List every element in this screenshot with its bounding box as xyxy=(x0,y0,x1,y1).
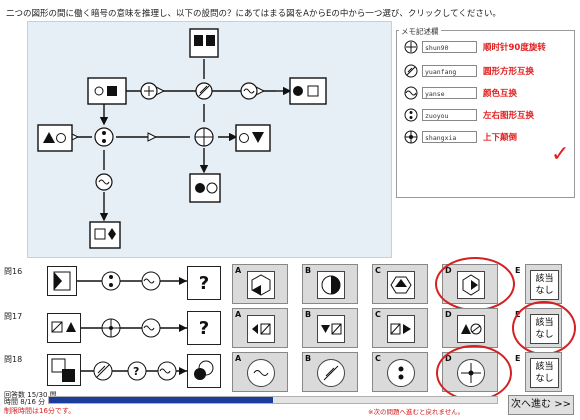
option-letter: A xyxy=(235,354,242,363)
q17-option-d[interactable]: D xyxy=(442,308,498,348)
option-letter: C xyxy=(375,310,381,319)
diagram-svg xyxy=(37,28,327,249)
annotation-checkmark: ✓ xyxy=(551,142,570,167)
option-figure xyxy=(387,315,415,343)
option-letter: E xyxy=(515,354,521,363)
q18-option-b[interactable]: B xyxy=(302,352,358,392)
q17-chain xyxy=(81,318,187,338)
q16-option-a[interactable]: A xyxy=(232,264,288,304)
memo-note: 左右图形互换 xyxy=(483,111,535,121)
q17-answer-slot: ? xyxy=(187,311,221,345)
option-none: 該当なし xyxy=(530,358,559,388)
option-letter: A xyxy=(235,310,242,319)
option-figure xyxy=(247,271,275,299)
question-row-18: 問18 ? xyxy=(0,350,580,394)
cross-circle-icon xyxy=(404,130,418,144)
instruction-text: 二つの図形の間に働く暗号の意味を推理し、以下の設問の？にあてはまる図をAからEの… xyxy=(6,9,501,19)
memo-field[interactable]: shangxia xyxy=(422,131,477,143)
time-value: 8/16 分 xyxy=(20,398,46,406)
option-letter: C xyxy=(375,354,381,363)
memo-entries: shun90 顺时针90度旋转 yuanfang 圆形方形互换 yanse 颜色… xyxy=(396,30,575,198)
memo-field[interactable]: yanse xyxy=(422,87,477,99)
dots-icon xyxy=(404,108,418,122)
status-panel: 回答数 15/30 問 時間 8/16 分 制限時間は16分です。 xyxy=(4,392,75,416)
slash-circle-icon xyxy=(404,64,418,78)
option-letter: D xyxy=(445,310,452,319)
time-label: 時間 xyxy=(4,398,18,406)
memo-row: yanse 颜色互换 xyxy=(404,86,517,100)
q16-option-b[interactable]: B xyxy=(302,264,358,304)
q16-option-c[interactable]: C xyxy=(372,264,428,304)
q18-chain: ? xyxy=(81,361,187,381)
q16-chain xyxy=(77,271,187,291)
none-line2: なし xyxy=(535,286,554,296)
memo-row: zuoyou 左右图形互换 xyxy=(404,108,534,122)
option-figure xyxy=(317,271,345,299)
q17-option-c[interactable]: C xyxy=(372,308,428,348)
option-letter: B xyxy=(305,266,312,275)
q18-option-e[interactable]: 該当なし xyxy=(525,352,562,392)
memo-field[interactable]: yuanfang xyxy=(422,65,477,77)
memo-legend: メモ記述欄 xyxy=(399,26,441,37)
none-line1: 該当 xyxy=(535,274,554,284)
option-letter: B xyxy=(305,354,312,363)
none-line1: 該当 xyxy=(535,362,554,372)
memo-note: 顺时针90度旋转 xyxy=(483,43,546,53)
cipher-diagram xyxy=(27,21,392,258)
q16-option-e[interactable]: 該当なし xyxy=(525,264,562,304)
q18-target-box xyxy=(187,354,221,388)
option-figure xyxy=(387,271,415,299)
progress-bar xyxy=(48,396,498,404)
q17-option-b[interactable]: B xyxy=(302,308,358,348)
memo-row: shun90 顺时针90度旋转 xyxy=(404,40,546,54)
question-label: 問16 xyxy=(4,267,23,276)
answer-circle-q18 xyxy=(436,345,512,401)
next-button[interactable]: 次へ進む >> xyxy=(508,395,574,415)
memo-field[interactable]: shun90 xyxy=(422,41,477,53)
memo-row: yuanfang 圆形方形互换 xyxy=(404,64,534,78)
q16-source-box xyxy=(47,266,77,296)
question-label: 問18 xyxy=(4,355,23,364)
memo-row: shangxia 上下颠倒 xyxy=(404,130,517,144)
memo-note: 圆形方形互换 xyxy=(483,67,535,77)
answered-value: 15/30 問 xyxy=(27,391,57,399)
memo-panel xyxy=(396,30,575,198)
footnote: ※次の問題へ進むと戻れません。 xyxy=(368,408,465,416)
option-none: 該当なし xyxy=(530,270,559,300)
time-status: 時間 8/16 分 xyxy=(4,399,75,406)
memo-note: 颜色互换 xyxy=(483,89,518,99)
rotate-icon xyxy=(404,40,418,54)
wave-icon xyxy=(404,86,418,100)
answered-count: 回答数 15/30 問 xyxy=(4,392,75,399)
option-figure xyxy=(247,359,275,387)
svg-text:?: ? xyxy=(133,365,139,378)
time-limit: 制限時間は16分です。 xyxy=(4,407,76,415)
none-line2: なし xyxy=(535,374,554,384)
option-figure xyxy=(317,359,345,387)
question-label: 問17 xyxy=(4,312,23,321)
q18-option-a[interactable]: A xyxy=(232,352,288,392)
question-row-16: 問16 ? xyxy=(0,262,580,306)
option-letter: E xyxy=(515,266,521,275)
option-figure xyxy=(317,315,345,343)
q17-source-box xyxy=(47,313,81,343)
option-figure xyxy=(387,359,415,387)
q18-source-box xyxy=(47,354,81,386)
memo-field[interactable]: zuoyou xyxy=(422,109,477,121)
memo-note: 上下颠倒 xyxy=(483,133,518,143)
q16-answer-slot: ? xyxy=(187,266,221,300)
q18-option-c[interactable]: C xyxy=(372,352,428,392)
progress-fill xyxy=(49,397,273,403)
option-figure xyxy=(457,315,485,343)
answer-circle-q16 xyxy=(435,257,515,311)
question-row-17: 問17 ? xyxy=(0,307,580,351)
answer-circle-q17 xyxy=(512,301,576,355)
option-letter: A xyxy=(235,266,242,275)
q17-option-a[interactable]: A xyxy=(232,308,288,348)
answered-label: 回答数 xyxy=(4,391,25,399)
option-letter: B xyxy=(305,310,312,319)
option-letter: C xyxy=(375,266,381,275)
option-figure xyxy=(247,315,275,343)
